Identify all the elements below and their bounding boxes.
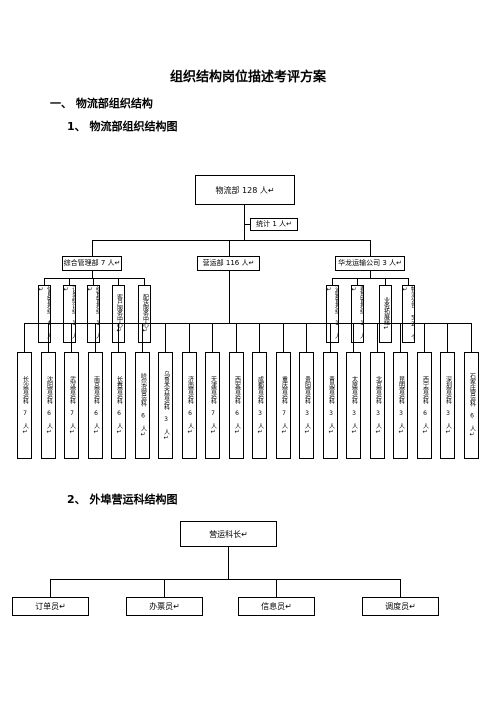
connector (92, 271, 93, 278)
connector (50, 579, 400, 580)
org-node-staff: 调度员↵ (362, 597, 439, 616)
connector (71, 323, 72, 352)
org-node-hualong-child: 业务拓展组↵ (379, 285, 392, 343)
org-node-zonghe-child: 订单统计组 1 人↵ (63, 285, 76, 343)
org-node-hualong-child: 物流公司 52 个↵ (402, 285, 415, 343)
connector (306, 323, 307, 352)
org-node-yingyun-child: 济南营运科 6 人↵ (182, 352, 197, 459)
org-node-yingyun-child: 北京营运科 3 人↵ (370, 352, 385, 459)
org-node-staff: 信息员↵ (238, 597, 315, 616)
org-node-zonghe-child: 结算管理组 1 人↵ (87, 285, 100, 343)
connector (69, 278, 70, 285)
connector (244, 205, 245, 240)
connector (118, 323, 119, 352)
connector (165, 323, 166, 352)
page-title: 组织结构岗位描述考评方案 (169, 70, 326, 85)
connector (283, 323, 284, 352)
org-node-section-chief: 营运科长↵ (180, 521, 277, 547)
org-node-zonghe: 综合管理部 7 人↵ (62, 256, 122, 271)
connector (377, 323, 378, 352)
connector (332, 278, 409, 279)
connector (330, 323, 331, 352)
org-node-zonghe-child: 配送服务中心↵ (138, 285, 151, 343)
org-node-yingyun-child: 南京营运科 6 人↵ (88, 352, 103, 459)
subsection-heading-1: 1、 物流部组织结构图 (67, 120, 178, 133)
connector (118, 278, 119, 285)
org-node-hualong: 华龙运输公司 3 人↵ (335, 256, 405, 271)
org-node-yingyun-child: 成都营运科 3 人↵ (252, 352, 267, 459)
org-node-yingyun: 营运部 116 人↵ (197, 256, 260, 271)
connector (48, 323, 49, 352)
org-node-yingyun-child: 深圳营运科 3 人↵ (440, 352, 455, 459)
org-node-hualong-child: 运输管理组 1 人↵ (326, 285, 339, 343)
connector (93, 278, 94, 285)
connector (408, 278, 409, 285)
org-node-yingyun-child: 西宁营运科 6 人↵ (417, 352, 432, 459)
connector (44, 278, 45, 285)
org-node-yingyun-child: 太原营运科 3 人↵ (346, 352, 361, 459)
connector (164, 579, 165, 597)
connector (229, 271, 230, 323)
connector (212, 323, 213, 352)
org-node-yingyun-child: 武汉营运科 7 人↵ (64, 352, 79, 459)
org-node-yingyun-child: 西安营运科 6 人↵ (229, 352, 244, 459)
org-node-staff: 订单员↵ (12, 597, 89, 616)
connector (353, 323, 354, 352)
org-node-stats: 统计 1 人↵ (250, 218, 298, 231)
connector (424, 323, 425, 352)
connector (189, 323, 190, 352)
connector (385, 278, 386, 285)
connector (229, 240, 230, 256)
org-node-hualong-child: 费用管理组 1 人↵ (351, 285, 364, 343)
connector (236, 323, 237, 352)
connector (400, 579, 401, 597)
org-node-staff: 办票员↵ (126, 597, 203, 616)
org-node-yingyun-child: 贵阳营运科 3 人↵ (299, 352, 314, 459)
org-node-zonghe-child: 信息管理组 4 人↵ (38, 285, 51, 343)
connector (228, 547, 229, 579)
connector (24, 323, 25, 352)
org-node-root: 物流部 128 人↵ (195, 175, 295, 205)
connector (95, 323, 96, 352)
connector (370, 240, 371, 256)
org-node-yingyun-child: 长沙营运科 7 人↵ (17, 352, 32, 459)
org-node-yingyun-child: 重庆营运科 7 人↵ (276, 352, 291, 459)
org-node-yingyun-child: 哈尔滨营运科 6 人↵ (135, 352, 150, 459)
org-node-yingyun-child: 石家庄营运科 6 人↵ (464, 352, 479, 459)
subsection-heading-2: 2、 外埠营运科结构图 (67, 493, 178, 506)
connector (332, 278, 333, 285)
connector (142, 323, 143, 352)
org-node-yingyun-child: 沈阳营运科 6 人↵ (41, 352, 56, 459)
section-heading: 一、 物流部组织结构 (50, 97, 153, 110)
org-node-yingyun-child: 天津营运科 7 人↵ (205, 352, 220, 459)
org-node-yingyun-child: 昆明营运科 3 人↵ (393, 352, 408, 459)
connector (471, 323, 472, 352)
connector (24, 323, 472, 324)
org-node-yingyun-child: 青岛营运科 3 人↵ (323, 352, 338, 459)
connector (357, 278, 358, 285)
connector (245, 224, 250, 225)
connector (44, 278, 145, 279)
connector (144, 278, 145, 285)
org-node-yingyun-child: 乌鲁木齐营运科 3 人↵ (158, 352, 173, 459)
org-node-zonghe-child: 客户服务中心↵ (112, 285, 125, 343)
org-node-yingyun-child: 长春营运科 6 人↵ (111, 352, 126, 459)
connector (92, 240, 93, 256)
connector (259, 323, 260, 352)
connector (400, 323, 401, 352)
connector (92, 240, 371, 241)
connector (50, 579, 51, 597)
connector (447, 323, 448, 352)
connector (370, 271, 371, 278)
connector (276, 579, 277, 597)
